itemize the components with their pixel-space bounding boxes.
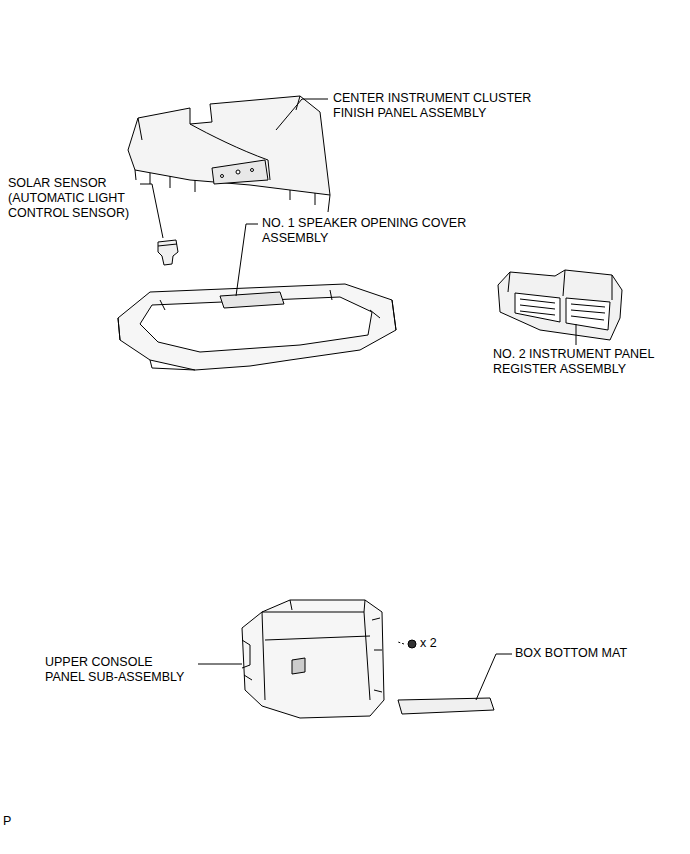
part-label: CENTER INSTRUMENT CLUSTER FINISH PANEL A… — [333, 91, 558, 121]
console-panel-drawing — [242, 600, 384, 718]
part-label: NO. 1 SPEAKER OPENING COVER ASSEMBLY — [262, 216, 467, 246]
finish-panel-drawing — [128, 96, 330, 212]
screw-drawing — [398, 640, 416, 648]
part-label: UPPER CONSOLE PANEL SUB-ASSEMBLY — [45, 655, 195, 685]
part-label: SOLAR SENSOR (AUTOMATIC LIGHT CONTROL SE… — [8, 176, 148, 221]
register-drawing — [498, 270, 622, 340]
leader-lines — [140, 99, 576, 700]
solar-sensor-drawing — [158, 240, 178, 265]
speaker-cover-drawing — [118, 284, 396, 370]
quantity-label: x 2 — [420, 636, 460, 651]
part-label: BOX BOTTOM MAT — [515, 646, 675, 661]
part-label: NO. 2 INSTRUMENT PANEL REGISTER ASSEMBLY — [493, 347, 678, 377]
figure-mark: P — [3, 814, 33, 829]
mat-drawing — [398, 698, 494, 714]
